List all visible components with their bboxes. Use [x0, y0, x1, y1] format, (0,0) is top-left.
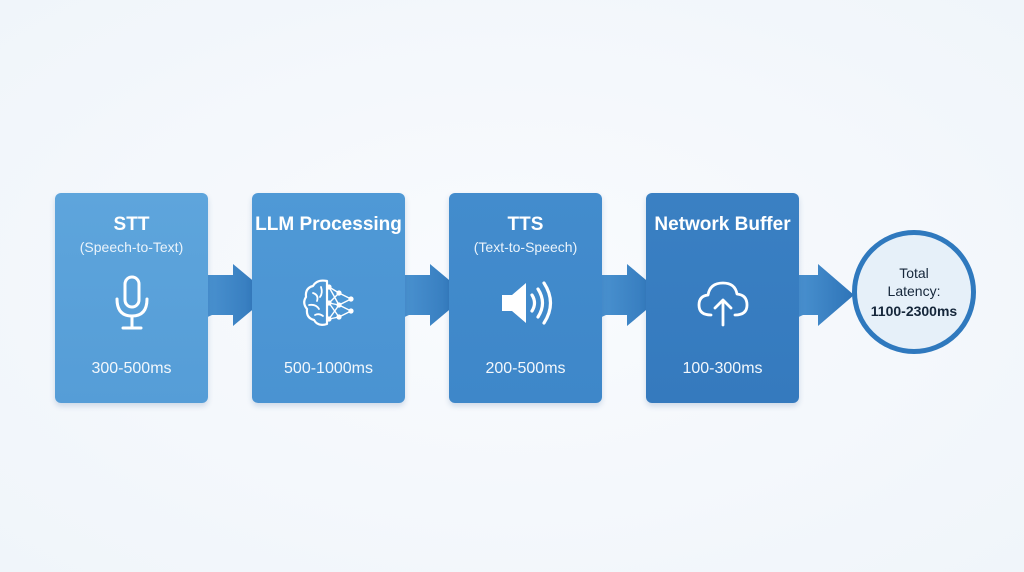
- stage-title: TTS (Text-to-Speech): [449, 213, 602, 257]
- stage-duration: 300-500ms: [91, 360, 172, 377]
- total-latency-label: Total Latency:: [887, 265, 941, 299]
- stage-llm: LLM Processing: [252, 193, 405, 403]
- stage-title-text: TTS: [507, 214, 544, 235]
- total-latency-circle: Total Latency: 1100-2300ms: [852, 230, 976, 354]
- speaker-icon: [501, 281, 552, 325]
- arrow-stt-to-llm: [195, 264, 270, 340]
- stage-duration: 200-500ms: [485, 360, 566, 377]
- stage-title-text: LLM Processing: [255, 214, 402, 235]
- stage-title-text: Network Buffer: [654, 214, 791, 235]
- microphone-icon: [115, 275, 148, 330]
- total-latency-value: 1100-2300ms: [870, 303, 958, 319]
- stage-title: STT (Speech-to-Text): [55, 213, 208, 257]
- stage-duration: 500-1000ms: [284, 360, 373, 377]
- brain-network-icon: [302, 279, 354, 326]
- stage-title: Network Buffer: [646, 213, 799, 237]
- stage-title: LLM Processing: [252, 213, 405, 237]
- stage-subtitle: (Text-to-Speech): [473, 239, 578, 255]
- arrow-network-to-total: [786, 264, 854, 340]
- stage-duration: 100-300ms: [682, 360, 763, 377]
- stage-stt: STT (Speech-to-Text) 300-500ms: [55, 193, 208, 403]
- arrow-tts-to-network: [589, 264, 664, 340]
- stage-title-text: STT: [113, 214, 150, 235]
- cloud-upload-icon: [697, 281, 748, 327]
- stage-subtitle: (Speech-to-Text): [79, 239, 184, 255]
- stage-tts: TTS (Text-to-Speech) 200-500ms: [449, 193, 602, 403]
- stage-network-buffer: Network Buffer 100-300ms: [646, 193, 799, 403]
- arrow-llm-to-tts: [392, 264, 467, 340]
